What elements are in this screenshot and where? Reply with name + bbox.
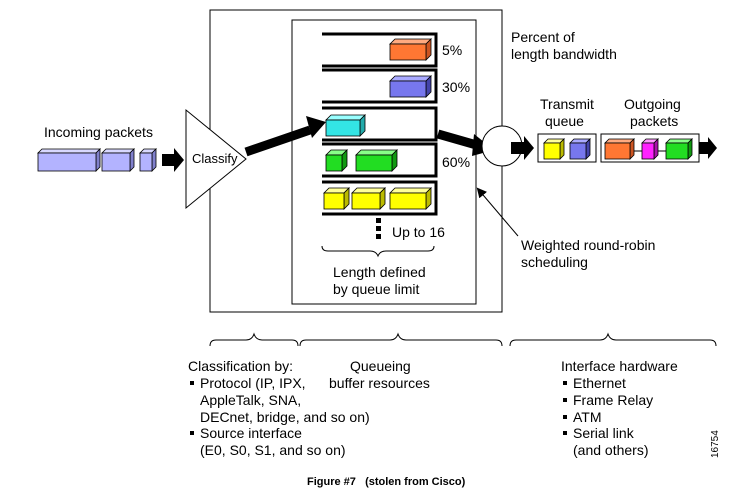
queue-30pct <box>322 68 438 104</box>
queue-length-brace <box>321 245 435 258</box>
classification-line-2: AppleTalk, SNA, <box>200 392 301 408</box>
figure-id: 16754 <box>710 430 721 458</box>
classification-title: Classification by: <box>188 358 293 374</box>
hardware-item-5: (and others) <box>573 442 648 458</box>
queue-cyan <box>322 106 438 142</box>
transmit-queue-box <box>537 133 597 163</box>
queue-limit-label: by queue limit <box>333 281 419 297</box>
scheduler-to-transmit-arrow <box>511 136 534 160</box>
packet-green-large <box>355 149 398 172</box>
wrr-label-2: scheduling <box>521 254 588 270</box>
incoming-packet-1 <box>37 148 101 172</box>
outgoing-packet-orange <box>604 138 635 160</box>
classification-line-5: (E0, S0, S1, and so on) <box>200 442 346 458</box>
incoming-packet-2 <box>101 148 135 172</box>
packet-yellow-1 <box>323 187 350 210</box>
classify-triangle <box>185 108 247 210</box>
classification-brace <box>209 332 299 347</box>
classify-to-queue-arrow <box>244 125 312 157</box>
outgoing-packet-magenta <box>641 138 659 160</box>
queueing-line-1: Queueing <box>350 358 411 374</box>
transmit-label-2: queue <box>545 113 584 129</box>
transmit-packet-yellow <box>543 138 565 160</box>
classify-label: Classify <box>192 151 238 166</box>
incoming-packets-label: Incoming packets <box>44 124 153 140</box>
outgoing-arrow <box>699 137 717 159</box>
queue-to-scheduler-arrow <box>436 129 482 151</box>
outgoing-packet-green <box>665 138 693 160</box>
up-to-16-label: Up to 16 <box>392 224 445 240</box>
incoming-packet-3 <box>139 148 157 172</box>
classification-line-3: DECnet, bridge, and so on) <box>200 409 370 425</box>
pct-5-label: 5% <box>442 42 462 58</box>
packet-yellow-2 <box>351 187 386 210</box>
outgoing-label-1: Outgoing <box>624 96 681 112</box>
outgoing-label-2: packets <box>630 113 678 129</box>
queue-green <box>322 142 438 178</box>
bullet-icon <box>563 431 567 435</box>
transmit-packet-blue <box>569 138 591 160</box>
hardware-brace <box>509 332 717 347</box>
packet-blue <box>389 75 432 98</box>
queueing-line-2: buffer resources <box>329 375 430 391</box>
wrr-pointer <box>476 187 519 237</box>
continuation-dots <box>376 218 381 239</box>
percent-label-2: length bandwidth <box>511 46 617 62</box>
queueing-inner-box <box>291 19 477 305</box>
length-defined-label: Length defined <box>333 264 426 280</box>
packet-green-small <box>325 149 348 172</box>
pct-60-label: 60% <box>442 154 470 170</box>
classification-line-1: Protocol (IP, IPX, <box>200 375 306 391</box>
incoming-packets <box>37 148 157 172</box>
transmit-label-1: Transmit <box>540 96 594 112</box>
hardware-item-4: Serial link <box>573 425 635 441</box>
packet-yellow-3 <box>389 187 432 210</box>
bullet-icon <box>563 381 567 385</box>
queue-5pct <box>322 32 438 68</box>
bullet-icon <box>563 415 567 419</box>
hardware-item-2: Frame Relay <box>573 392 653 408</box>
pct-30-label: 30% <box>442 79 470 95</box>
hardware-item-1: Ethernet <box>573 375 626 391</box>
bullet-icon <box>563 398 567 402</box>
queue-yellow <box>322 180 438 216</box>
percent-label-1: Percent of <box>511 29 575 45</box>
figure-caption: Figure #7 (stolen from Cisco) <box>307 476 466 488</box>
incoming-arrow <box>162 148 184 172</box>
wrr-label-1: Weighted round-robin <box>521 237 655 253</box>
packet-cyan <box>325 114 366 137</box>
bullet-icon <box>190 431 194 435</box>
queueing-brace <box>299 332 503 347</box>
hardware-item-3: ATM <box>573 409 602 425</box>
hardware-title: Interface hardware <box>561 358 678 374</box>
packet-orange <box>389 38 432 61</box>
classification-line-4: Source interface <box>200 425 302 441</box>
bullet-icon <box>190 381 194 385</box>
